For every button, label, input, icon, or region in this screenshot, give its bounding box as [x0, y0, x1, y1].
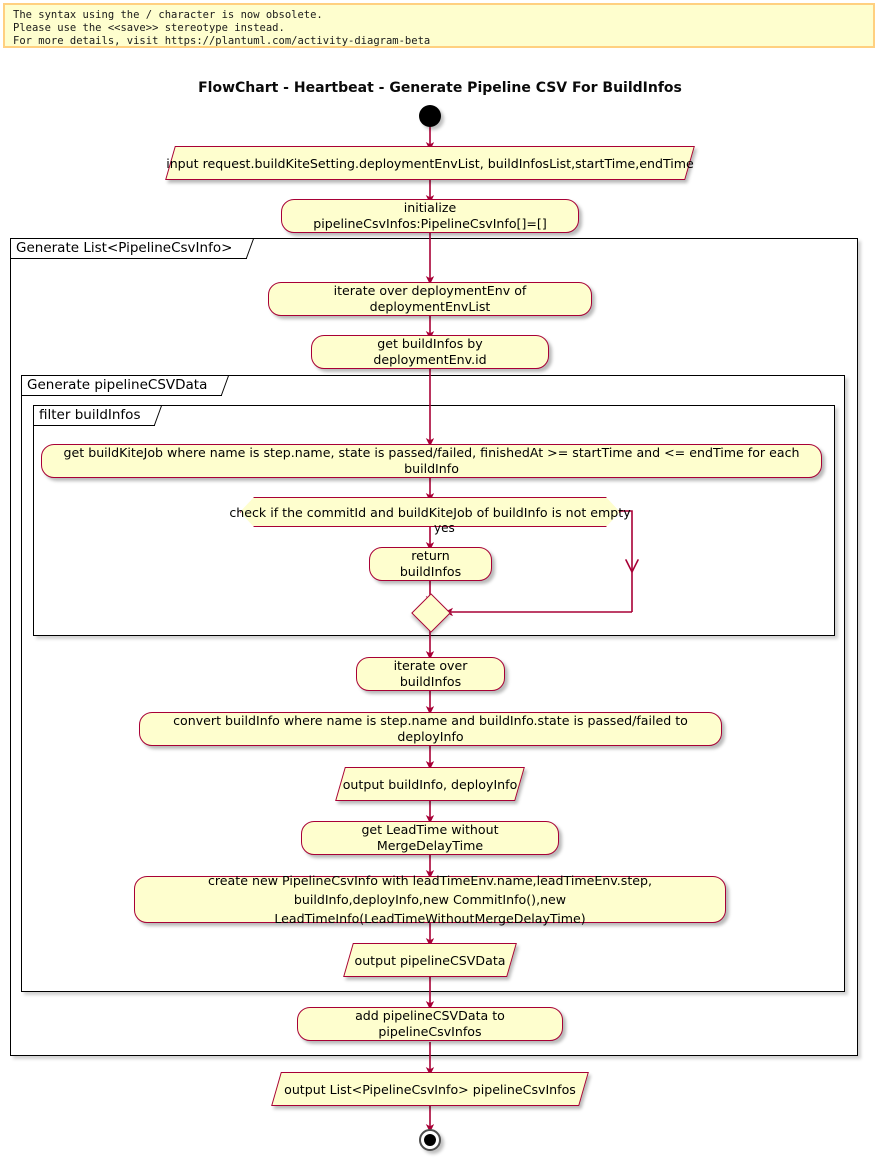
node-input-request-label: input request.buildKiteSetting.deploymen…	[166, 155, 694, 171]
node-input-request[interactable]: input request.buildKiteSetting.deploymen…	[165, 146, 695, 180]
node-get-leadtime[interactable]: get LeadTime without MergeDelayTime	[301, 821, 559, 855]
decision-shape	[240, 497, 620, 527]
end-node	[419, 1129, 441, 1151]
node-check-commit-label: check if the commitId and buildKiteJob o…	[229, 504, 631, 520]
node-iterate-buildinfos-label: iterate over buildInfos	[393, 658, 468, 689]
node-output-buildinfo-label: output buildInfo, deployInfo	[342, 776, 518, 792]
partition-generate-list: Generate List<PipelineCsvInfo>	[10, 238, 858, 1056]
node-output-buildinfo[interactable]: output buildInfo, deployInfo	[335, 767, 525, 801]
node-output-list[interactable]: output List<PipelineCsvInfo> pipelineCsv…	[271, 1072, 589, 1106]
node-return-buildinfos[interactable]: return buildInfos	[369, 547, 492, 581]
node-output-pipelinecsvdata-label: output pipelineCSVData	[354, 952, 506, 968]
node-get-buildkitejob-label: get buildKiteJob where name is step.name…	[63, 445, 800, 476]
start-node	[419, 105, 441, 127]
node-initialize-label: initialize pipelineCsvInfos:PipelineCsvI…	[313, 200, 547, 231]
partition-filter-buildinfos-label: filter buildInfos	[34, 406, 156, 426]
node-add-pipelinecsvdata[interactable]: add pipelineCSVData to pipelineCsvInfos	[297, 1007, 563, 1041]
node-return-buildinfos-label: return buildInfos	[399, 548, 462, 579]
partition-generate-pipeline-csvdata: Generate pipelineCSVData	[21, 375, 845, 992]
node-add-pipelinecsvdata-label: add pipelineCSVData to pipelineCsvInfos	[355, 1008, 505, 1039]
node-output-pipelinecsvdata[interactable]: output pipelineCSVData	[343, 943, 517, 977]
node-create-pipelinecsvinfo[interactable]: create new PipelineCsvInfo with leadTime…	[134, 873, 726, 926]
page-title: FlowChart - Heartbeat - Generate Pipelin…	[198, 80, 682, 96]
node-get-buildkitejob[interactable]: get buildKiteJob where name is step.name…	[41, 444, 822, 478]
node-iterate-envs-label: iterate over deploymentEnv of deployment…	[333, 283, 527, 314]
node-iterate-envs[interactable]: iterate over deploymentEnv of deployment…	[268, 282, 592, 316]
partition-generate-list-label: Generate List<PipelineCsvInfo>	[11, 239, 248, 259]
node-get-leadtime-label: get LeadTime without MergeDelayTime	[361, 822, 499, 853]
node-convert-buildinfo-label: convert buildInfo where name is step.nam…	[173, 713, 688, 744]
partition-filter-buildinfos: filter buildInfos	[33, 405, 835, 636]
node-get-buildinfos-label: get buildInfos by deploymentEnv.id	[373, 336, 487, 367]
node-convert-buildinfo[interactable]: convert buildInfo where name is step.nam…	[139, 712, 722, 746]
node-create-pipelinecsvinfo-label: create new PipelineCsvInfo with leadTime…	[207, 873, 653, 926]
end-node-core	[424, 1134, 436, 1146]
node-get-buildinfos[interactable]: get buildInfos by deploymentEnv.id	[311, 335, 549, 369]
node-initialize[interactable]: initialize pipelineCsvInfos:PipelineCsvI…	[281, 199, 579, 233]
node-output-list-label: output List<PipelineCsvInfo> pipelineCsv…	[284, 1081, 576, 1097]
edge-label-yes: yes	[434, 521, 455, 535]
partition-generate-pipeline-csvdata-label: Generate pipelineCSVData	[22, 376, 223, 396]
node-check-commit-decision[interactable]: check if the commitId and buildKiteJob o…	[229, 497, 631, 527]
plantuml-warning-banner: The syntax using the / character is now …	[3, 3, 875, 48]
node-iterate-buildinfos[interactable]: iterate over buildInfos	[356, 657, 505, 691]
